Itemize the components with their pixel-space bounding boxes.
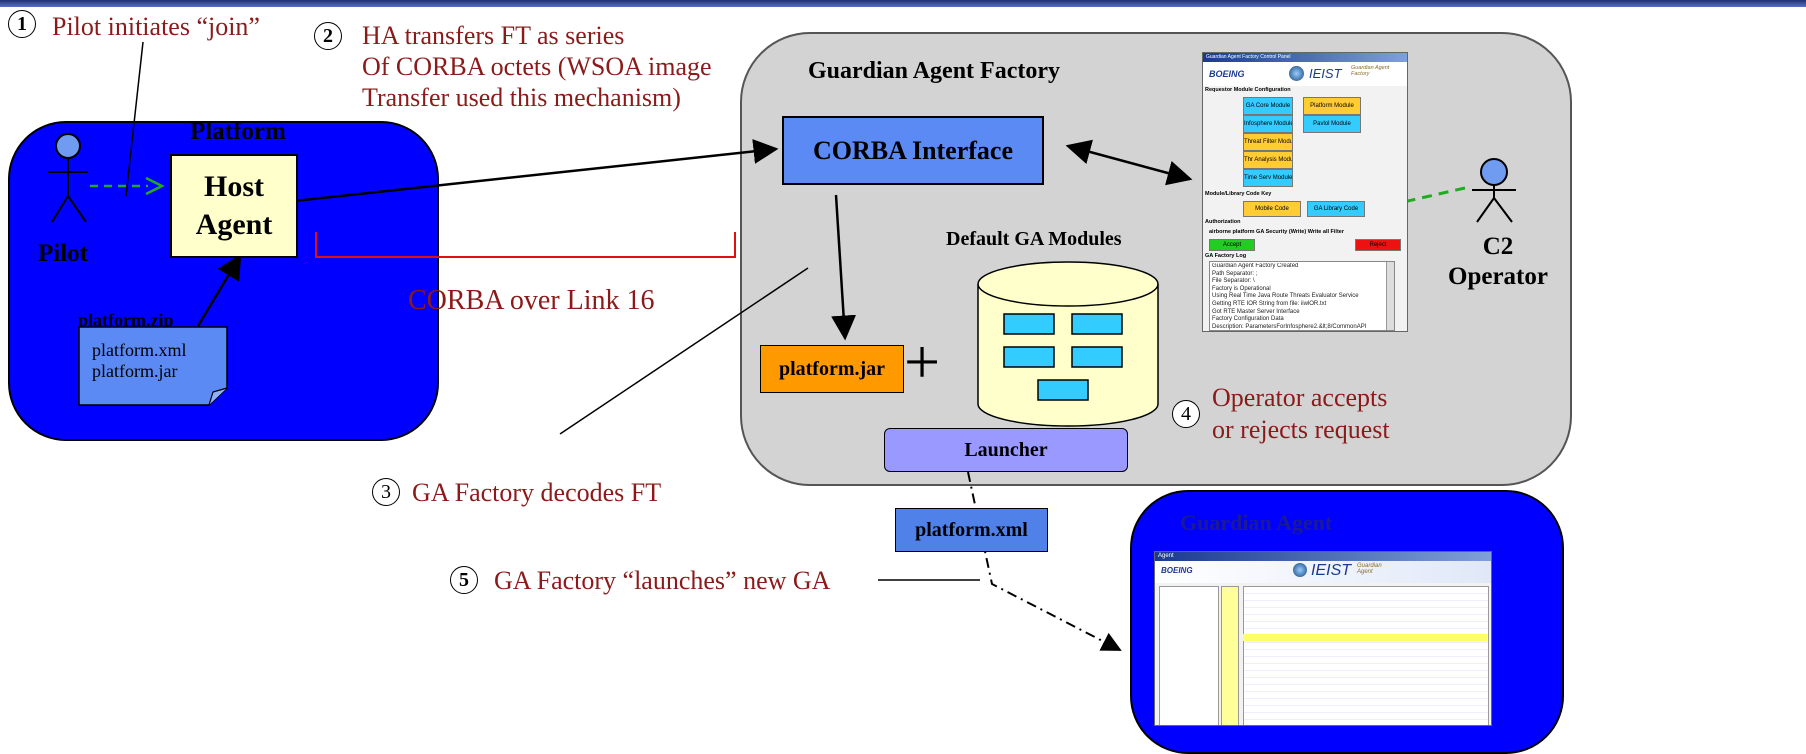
factory-log-lines: Guardian Agent Factory Created Path Sepa… (1212, 263, 1390, 331)
agent-highlight-row (1243, 634, 1487, 641)
globe-icon (1289, 66, 1304, 81)
step4-line2: or rejects request (1212, 415, 1390, 444)
agent-window-title: Agent (1155, 552, 1491, 561)
section-requestor: Requestor Module Configuration (1205, 87, 1291, 93)
module-platform[interactable]: Platform Module (1303, 97, 1361, 115)
agent-header: BOEING IEIST Guardian Agent (1155, 561, 1491, 583)
platform-jar-box: platform.jar (760, 345, 904, 393)
step5-number: 5 (450, 566, 478, 594)
log-line: Factory is Operational (1212, 285, 1271, 292)
platform-title: Platform (190, 118, 286, 145)
accept-button[interactable]: Accept (1209, 239, 1255, 251)
corba-to-panel-arrow (1065, 139, 1193, 186)
factory-log: Guardian Agent Factory Created Path Sepa… (1209, 261, 1395, 331)
launcher-to-ga-arrow (967, 471, 1122, 651)
step3-leader-line (559, 267, 809, 435)
step4-text: Operator accepts or rejects request (1212, 382, 1390, 446)
corba-interface-box: CORBA Interface (782, 116, 1044, 185)
step2-line1: HA transfers FT as series (362, 21, 625, 50)
module-infosphere[interactable]: Infosphere Module (1243, 115, 1293, 133)
zip-file-xml: platform.xml (92, 340, 187, 360)
agent-window: Agent BOEING IEIST Guardian Agent (1154, 551, 1492, 726)
pilot-figure (48, 133, 88, 223)
agent-gauge (1221, 586, 1239, 725)
control-panel-title: Guardian Agent Factory Control Panel (1203, 53, 1407, 62)
agent-ieist-sub: Guardian Agent (1357, 563, 1382, 575)
module-pavlol[interactable]: Pavlol Module (1303, 115, 1361, 133)
section-key: Module/Library Code Key (1205, 191, 1272, 197)
step1-number: 1 (8, 10, 36, 38)
factory-control-panel: Guardian Agent Factory Control Panel BOE… (1202, 52, 1408, 332)
panel-brand: BOEING (1209, 69, 1245, 79)
host-to-corba-arrow (293, 138, 779, 203)
step3-number: 3 (372, 478, 400, 506)
step1-text: Pilot initiates “join” (52, 12, 260, 41)
factory-container (740, 32, 1572, 486)
host-agent-box: Host Agent (170, 154, 298, 258)
top-title-bar (0, 0, 1806, 7)
operator-label: C2 Operator (1444, 232, 1552, 292)
log-line: Factory Configuration Data (1212, 316, 1284, 323)
zip-to-host-arrow (196, 253, 242, 327)
host-agent-line2: Agent (195, 208, 273, 241)
host-agent-line1: Host (204, 170, 264, 203)
log-scrollbar[interactable] (1386, 262, 1394, 330)
pilot-label: Pilot (38, 240, 88, 267)
step2-line2: Of CORBA octets (WSOA image (362, 52, 712, 81)
step5-text: GA Factory “launches” new GA (494, 566, 831, 595)
module-time-serv[interactable]: Time Serv Module (1243, 169, 1293, 187)
log-line: Using Real Time Java Route Threats Evalu… (1212, 293, 1359, 300)
panel-ieist: IEIST (1309, 66, 1342, 81)
globe-icon (1293, 563, 1307, 577)
step4-line1: Operator accepts (1212, 383, 1388, 412)
zip-file-jar: platform.jar (92, 361, 178, 381)
step2-text: HA transfers FT as series Of CORBA octet… (362, 20, 712, 113)
control-panel-header: BOEING IEIST Guardian Agent Factory (1203, 62, 1407, 86)
log-line: Guardian Agent Factory Created (1212, 263, 1299, 269)
module-thr-analysis[interactable]: Thr Analysis Module (1243, 151, 1293, 169)
agent-event-table (1243, 586, 1489, 725)
zip-document (78, 326, 228, 406)
agent-ieist: IEIST (1311, 562, 1352, 579)
panel-ieist-sub: Guardian Agent Factory (1351, 65, 1390, 77)
key-library-code: GA Library Code (1307, 201, 1365, 217)
log-line: File Separator: \ (1212, 278, 1255, 285)
operator-line1: C2 (1482, 233, 1514, 260)
log-line: Description: ParametersForInfosphere2.&l… (1212, 323, 1367, 330)
launcher-box: Launcher (884, 428, 1128, 472)
factory-title: Guardian Agent Factory (808, 58, 1060, 84)
zip-label: platform.zip (78, 310, 174, 330)
step2-line3: Transfer used this mechanism) (362, 83, 681, 112)
modules-database (977, 261, 1159, 427)
auth-text: airborne platform GA Security (Write) Wr… (1209, 229, 1344, 235)
module-ga-core[interactable]: GA Core Module (1243, 97, 1293, 115)
section-auth: Authorization (1205, 219, 1241, 225)
log-line: Getting RTE IOR String from file: iiwlOR… (1212, 300, 1327, 307)
link16-line (315, 232, 736, 258)
step2-number: 2 (314, 22, 342, 50)
agent-left-panel (1159, 586, 1219, 725)
log-line: Got RTE Master Server Interface (1212, 308, 1300, 315)
module-threat-filter[interactable]: Threat Filter Module (1243, 133, 1293, 151)
operator-line2: Operator (1448, 263, 1548, 290)
plus-sign: + (904, 326, 941, 397)
step1-leader-line (125, 41, 144, 197)
reject-button[interactable]: Reject (1355, 239, 1401, 251)
guardian-agent-title: Guardian Agent (1180, 510, 1333, 535)
default-modules-label: Default GA Modules (946, 228, 1122, 250)
zip-files: platform.xml platform.jar (92, 340, 186, 382)
section-log: GA Factory Log (1205, 253, 1247, 259)
platform-xml-box: platform.xml (895, 508, 1048, 552)
agent-brand: BOEING (1161, 566, 1193, 575)
link16-label: CORBA over Link 16 (408, 285, 655, 316)
operator-figure (1472, 158, 1516, 223)
log-line: Path Separator: ; (1212, 270, 1258, 277)
key-mobile-code: Mobile Code (1243, 201, 1301, 217)
step3-text: GA Factory decodes FT (412, 478, 662, 507)
step4-number: 4 (1172, 400, 1200, 428)
corba-to-jar-arrow (831, 194, 857, 341)
